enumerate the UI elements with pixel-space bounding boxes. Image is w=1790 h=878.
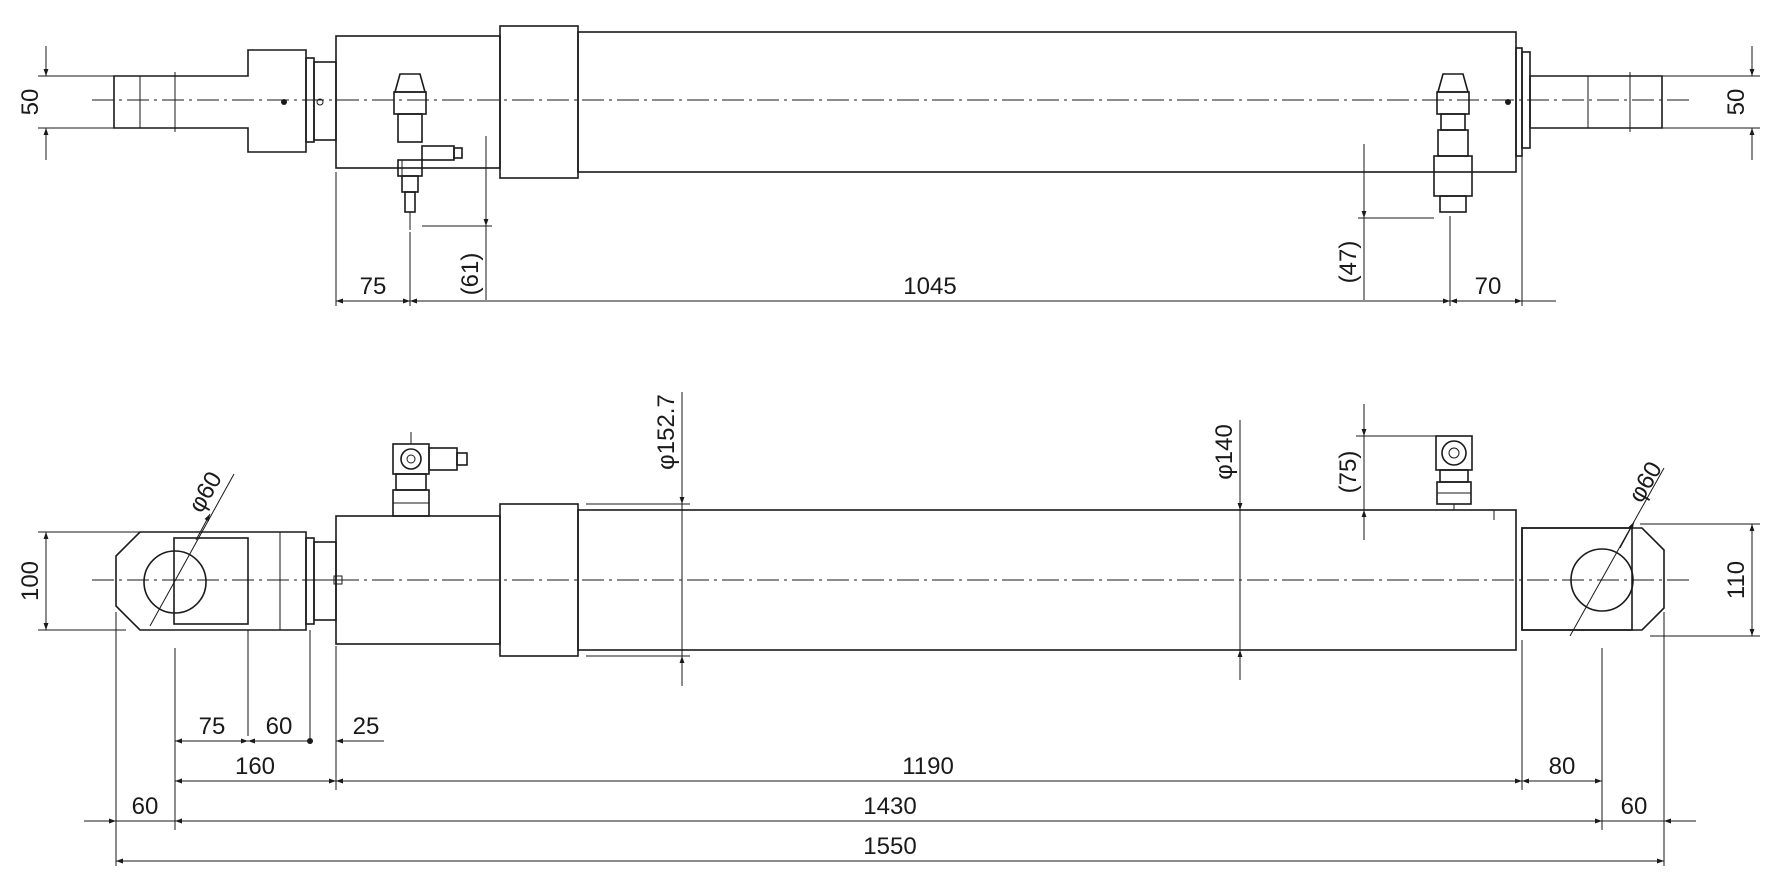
dim-25-label: 25 (353, 713, 380, 740)
dim-row-4: 1550 (116, 833, 1664, 864)
side-barrel (577, 509, 1517, 651)
side-right-fitting (1435, 435, 1473, 510)
dim-dia-152: φ152.7 (586, 392, 690, 686)
side-view: φ60 φ60 φ152.7 φ140 (7 (17, 392, 1760, 866)
dim-75-label: 75 (199, 713, 226, 740)
dim-top-height-left: 50 (17, 46, 114, 160)
dim-top-47-label: (47) (1335, 241, 1362, 284)
dim-pin-left-label: φ60 (183, 467, 228, 517)
dim-pin-right-label: φ60 (1623, 457, 1668, 507)
top-left-fitting (393, 73, 463, 230)
side-left-fitting (392, 432, 468, 517)
dim-top-height-right: 50 (1662, 46, 1760, 160)
dim-60l-label: 60 (132, 793, 159, 820)
dim-60a-label: 60 (266, 713, 293, 740)
dim-top-height-right-label: 50 (1723, 89, 1750, 116)
top-barrel (577, 31, 1517, 173)
dim-top-70-label: 70 (1475, 273, 1502, 300)
dim-row-3: 60 1430 60 (84, 793, 1696, 824)
dim-row-2: 160 1190 80 (175, 753, 1602, 784)
dim-top-47: (47) (1335, 144, 1434, 300)
top-center-collar (499, 25, 579, 179)
dim-60r-label: 60 (1621, 793, 1648, 820)
top-cylinder-cap (335, 35, 501, 169)
side-right-clevis (1521, 527, 1665, 631)
dim-top-61: (61) (422, 136, 492, 300)
dim-1190-label: 1190 (902, 753, 954, 780)
top-right-rod-end (1505, 47, 1663, 157)
dim-160-label: 160 (235, 753, 275, 780)
top-left-rod-end (113, 49, 337, 153)
side-extension-lines (115, 612, 1665, 866)
dim-height-100-label: 100 (17, 561, 44, 601)
dim-top-row: 75 1045 70 (335, 156, 1556, 306)
dim-pin-left: φ60 (149, 467, 235, 627)
dim-top-61-label: (61) (457, 253, 484, 296)
dim-1430-label: 1430 (863, 793, 916, 820)
dim-dia-152-label: φ152.7 (653, 394, 680, 470)
dim-80-label: 80 (1549, 753, 1576, 780)
side-left-clevis (115, 531, 343, 631)
dim-top-75-label: 75 (360, 273, 387, 300)
dim-row-1: 75 60 25 (175, 713, 384, 744)
dim-dia-140-label: φ140 (1211, 424, 1238, 480)
dim-side-75-paren: (75) (1335, 404, 1436, 540)
dim-height-100: 100 (17, 531, 140, 631)
top-view: 50 50 (61) (47) (17, 25, 1760, 306)
dim-height-110-label: 110 (1723, 561, 1750, 599)
dim-top-1045-label: 1045 (903, 273, 956, 300)
dim-pin-right: φ60 (1569, 457, 1668, 637)
dim-dia-140: φ140 (1211, 420, 1243, 680)
dim-height-110: 110 (1640, 523, 1760, 637)
top-right-fitting (1433, 73, 1473, 213)
dim-side-75-paren-label: (75) (1335, 451, 1362, 494)
dim-1550-label: 1550 (863, 833, 916, 860)
dim-top-height-left-label: 50 (17, 89, 44, 116)
